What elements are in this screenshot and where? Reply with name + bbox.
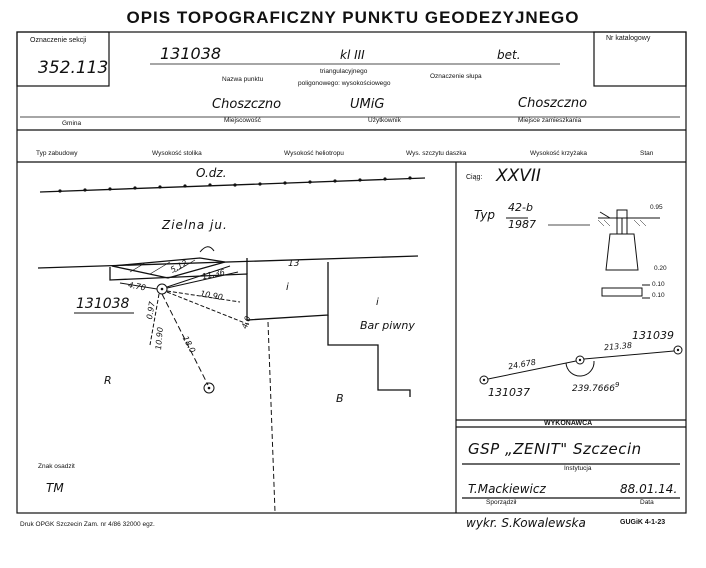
wys-stolika-label: Wysokość stolika: [152, 150, 202, 157]
ciag-label: Ciąg:: [466, 174, 483, 181]
uzytkownik-label: Użytkownik: [368, 117, 401, 124]
point-label: 131038: [76, 296, 130, 312]
nazwa-sub1: triangulacyjnego: [320, 68, 368, 75]
typ-zabudowy-label: Typ zabudowy: [36, 150, 78, 157]
znak-label: Znak osadzit: [38, 463, 75, 470]
bar-label: Bar piwny: [360, 319, 415, 332]
ciag-value: XXVII: [496, 166, 541, 186]
nazwa-label: Nazwa punktu: [222, 76, 264, 83]
zamieszkanie-label: Miejsce zamieszkania: [518, 117, 582, 124]
wys-heliotropu-label: Wysokość heliotropu: [284, 150, 344, 157]
sekcja-label: Oznaczenie sekcji: [30, 37, 87, 44]
gmina-label: Gmina: [62, 120, 82, 127]
typ-numerator: 42-b: [508, 201, 533, 214]
dim-low1: 0.10: [652, 281, 665, 288]
instytucja-value: GSP „ZENIT" Szczecin: [468, 440, 642, 458]
typ-label: Typ: [474, 208, 496, 222]
land-b: B: [336, 392, 344, 405]
dim-mid: 0.20: [654, 265, 667, 272]
road-label: O.dz.: [196, 166, 227, 180]
point-131037: 131037: [488, 386, 530, 399]
uzytkownik-value: UMiG: [350, 97, 385, 112]
bar-i: i: [376, 297, 379, 308]
sporzadzil-value: T.Mackiewicz: [468, 482, 546, 496]
wys-krzyzaka-label: Wysokość krzyżaka: [530, 150, 588, 157]
slup-label: Oznaczenie słupa: [430, 73, 482, 80]
building-i: i: [286, 282, 289, 293]
gmina-value: Choszczno: [212, 97, 282, 112]
znak-value: TM: [46, 481, 64, 495]
typ-denominator: 1987: [508, 218, 536, 231]
page-title: OPIS TOPOGRAFICZNY PUNKTU GEODEZYJNEGO: [126, 8, 580, 27]
nazwa-sub2: poligonowego: wysokościowego: [298, 80, 391, 87]
stan-label: Stan: [640, 150, 654, 157]
angle-value: 239.76669: [572, 381, 620, 394]
sporzadzil-label: Sporządził: [486, 499, 517, 506]
dim-top: 0.95: [650, 204, 663, 211]
street-label: Zielna ju.: [162, 218, 228, 232]
druk-note: Druk OPGK Szczecin Zam. nr 4/86 32000 eg…: [20, 521, 155, 528]
slup-value: bet.: [497, 48, 521, 62]
land-r: R: [104, 374, 112, 387]
zamieszkanie-value: Choszczno: [518, 96, 588, 111]
road-line: [39, 176, 426, 193]
wykr-note: wykr. S.Kowalewska: [466, 516, 586, 530]
point-131039: 131039: [632, 329, 674, 342]
data-value: 88.01.14.: [620, 482, 678, 496]
data-label: Data: [640, 499, 654, 506]
wys-daszka-label: Wys. szczytu daszka: [406, 150, 467, 157]
building-number: 13: [288, 259, 300, 269]
wykonawca-label: WYKONAWCA: [544, 420, 593, 427]
klasa-value: kl III: [340, 48, 365, 62]
instytucja-label: Instytucja: [564, 465, 592, 472]
nazwa-value: 131038: [160, 44, 222, 63]
gugik-code: GUGiK 4-1-23: [620, 519, 666, 526]
dim-low2: 0.10: [652, 292, 665, 299]
katalog-label: Nr katalogowy: [606, 35, 651, 42]
miejscowosc-label: Miejscowość: [224, 117, 261, 124]
sekcja-value: 352.113: [38, 58, 109, 78]
